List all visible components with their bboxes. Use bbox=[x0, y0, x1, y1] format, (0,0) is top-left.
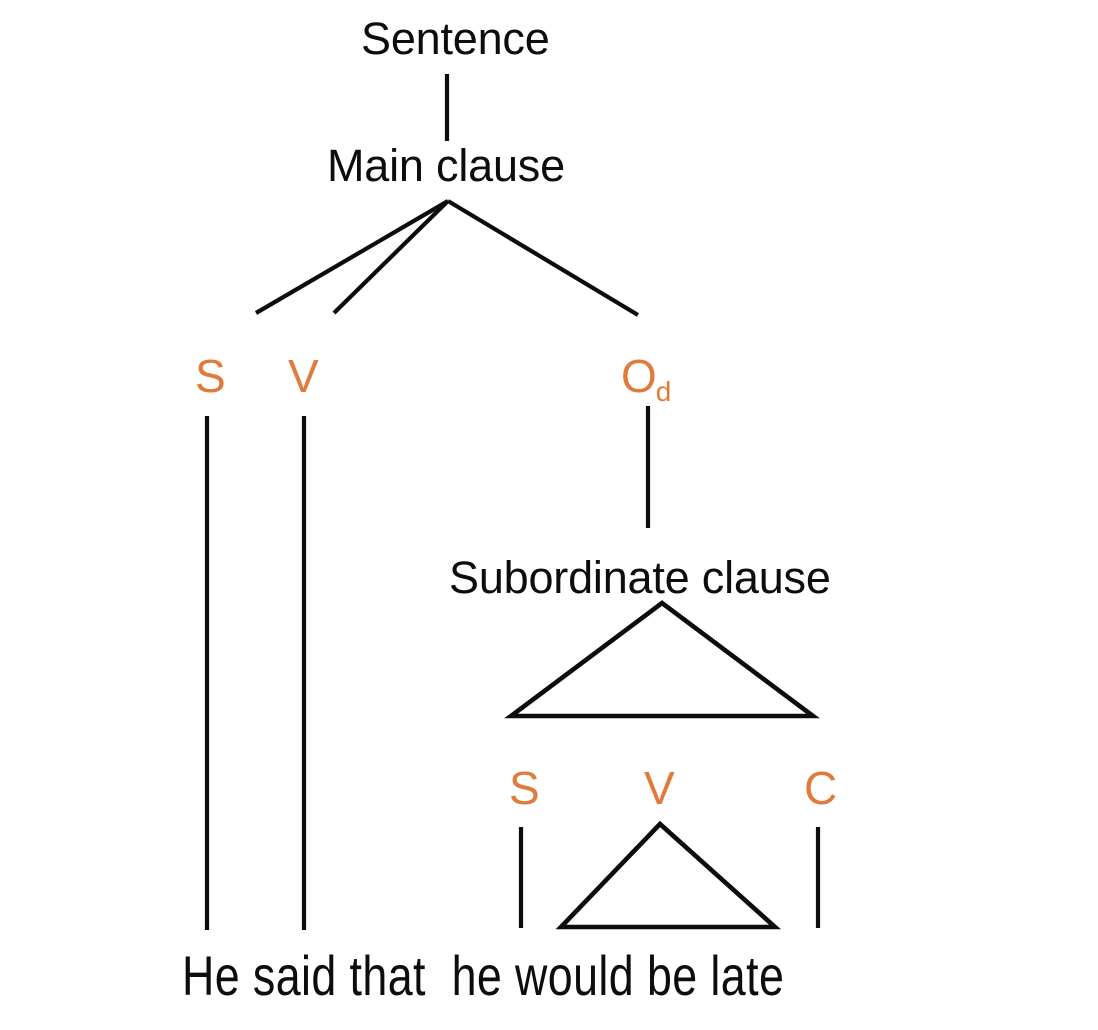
node-label-main-clause: Main clause bbox=[327, 140, 565, 191]
function-label-sub-verb: V bbox=[644, 762, 675, 814]
edge-main-clause-to-verb bbox=[332, 199, 450, 315]
edge-main-clause-to-direct-object bbox=[446, 199, 640, 317]
function-label-main-subject: S bbox=[195, 350, 226, 402]
function-label-sub-subject: S bbox=[509, 762, 540, 814]
function-label-main-direct-object: Od bbox=[621, 350, 672, 406]
direct-object-subscript: d bbox=[655, 376, 672, 407]
sub-verb-triangle bbox=[555, 820, 782, 930]
node-label-sentence: Sentence bbox=[361, 13, 550, 64]
function-label-main-verb: V bbox=[288, 350, 319, 402]
function-label-sub-complement: C bbox=[804, 762, 838, 814]
terminal-sentence-text: He said that he would be late bbox=[182, 944, 785, 1007]
node-label-subordinate-clause: Subordinate clause bbox=[449, 552, 831, 603]
edge-main-clause-to-subject bbox=[254, 199, 450, 315]
subordinate-clause-triangle bbox=[504, 600, 820, 719]
direct-object-base: O bbox=[621, 350, 657, 402]
